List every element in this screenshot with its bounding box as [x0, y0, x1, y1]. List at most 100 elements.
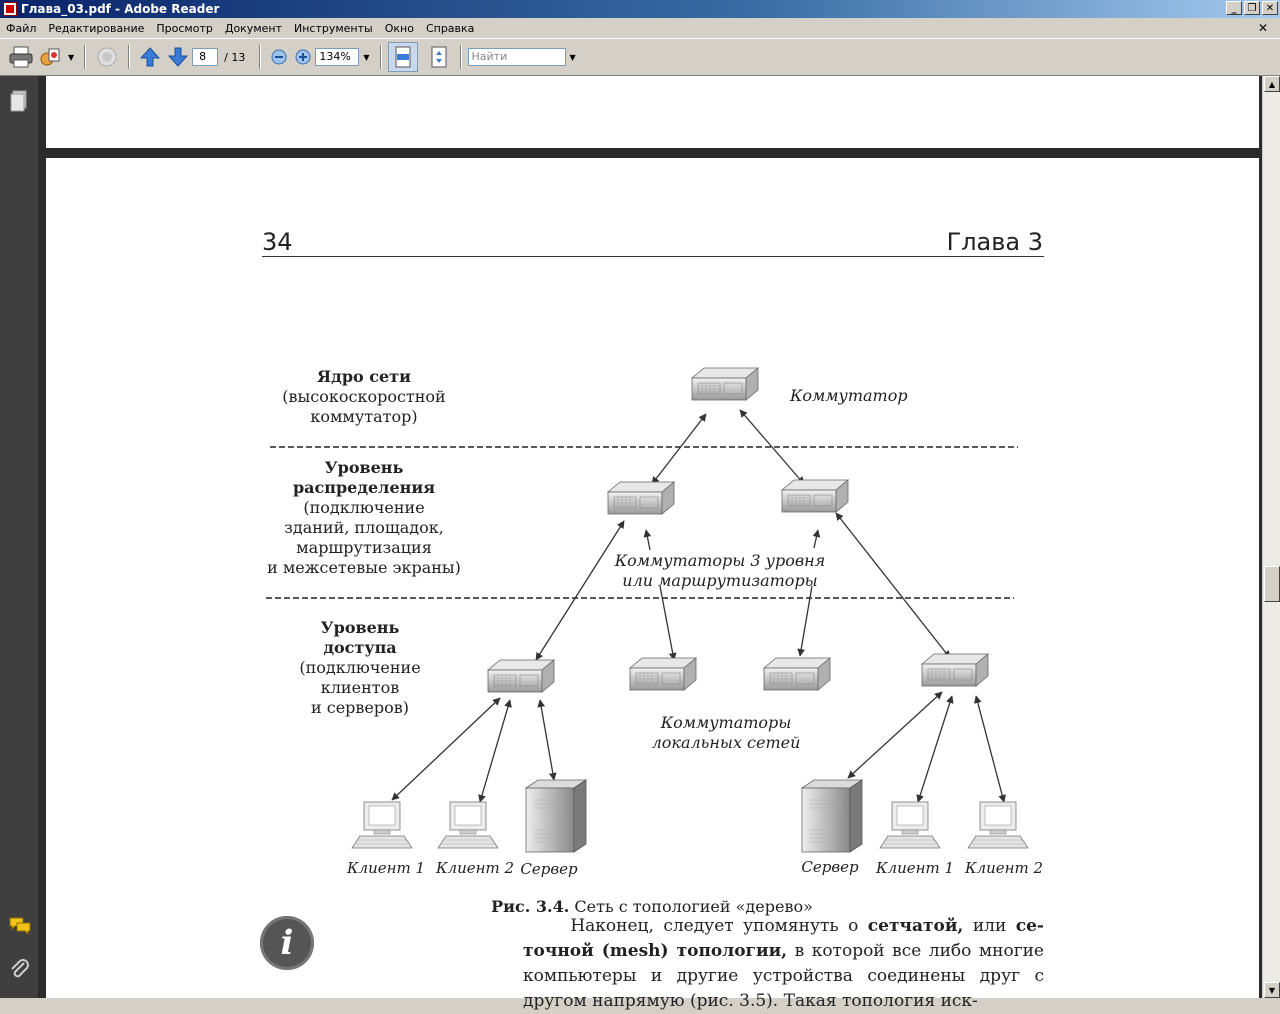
page-total: / 13 [224, 50, 246, 64]
zoom-dropdown-icon[interactable]: ▼ [363, 52, 370, 62]
core-switch [691, 367, 759, 401]
access-switch-right [921, 653, 989, 687]
share-icon[interactable] [36, 42, 64, 72]
label-l3-line2: или маршрутизаторы [622, 571, 817, 590]
pointer-lan-left [659, 585, 677, 661]
client1-left-computer [351, 801, 413, 849]
label-client1-left: Клиент 1 [346, 859, 425, 877]
menu-help[interactable]: Справка [425, 21, 475, 35]
menu-file[interactable]: Файл [6, 21, 37, 35]
chapter-title: Глава 3 [946, 228, 1043, 256]
client2-right-computer [967, 801, 1029, 849]
menu-view[interactable]: Просмотр [156, 21, 213, 35]
menu-edit[interactable]: Редактирование [48, 21, 145, 35]
window-title: Глава_03.pdf - Adobe Reader [21, 2, 220, 16]
page-number: 34 [262, 228, 293, 256]
fit-width-icon[interactable] [387, 42, 418, 72]
zoom-out-icon[interactable] [267, 42, 291, 72]
pages-panel-icon[interactable] [9, 90, 29, 116]
scroll-down-icon[interactable]: ▼ [1264, 982, 1280, 998]
server-left [525, 779, 587, 853]
find-input[interactable]: Найти [467, 48, 566, 66]
page-number-input[interactable]: 8 [192, 48, 219, 66]
toolbar: ▼ 8 / 13 134% ▼ Найти ▼ [0, 38, 1280, 76]
access-title2: доступа [323, 638, 396, 657]
info-icon: i [260, 916, 314, 970]
scroll-thumb[interactable] [1264, 566, 1280, 602]
link-core-dist-right [739, 409, 805, 485]
label-server-left: Сервер [520, 860, 578, 878]
zoom-level-select[interactable]: 134% [315, 48, 360, 66]
distribution-line2: зданий, площадок, [284, 518, 444, 537]
label-lan-line2: локальных сетей [652, 733, 801, 752]
document-viewer[interactable]: 34 Глава 3 [38, 76, 1262, 1011]
access-switch-left [487, 659, 555, 693]
print-icon[interactable] [6, 42, 36, 72]
link-dist-left-access [535, 520, 625, 661]
label-client2-right: Клиент 2 [964, 859, 1043, 877]
label-client2-left: Клиент 2 [435, 859, 514, 877]
comment-icon[interactable] [92, 42, 122, 72]
fit-page-icon[interactable] [424, 42, 454, 72]
label-client1-right: Клиент 1 [875, 859, 954, 877]
previous-page-icon[interactable] [136, 42, 164, 72]
menu-bar: Файл Редактирование Просмотр Документ Ин… [0, 18, 1280, 38]
pdf-app-icon [3, 2, 17, 16]
label-server-right: Сервер [801, 858, 859, 876]
access-line1: (подключение [299, 658, 420, 677]
link-access-client2-right [974, 695, 1006, 803]
tree-topology-diagram: Ядро сети (высокоскоростной коммутатор) … [266, 367, 1043, 916]
close-button[interactable]: ✕ [1262, 1, 1278, 15]
core-line1: (высокоскоростной [282, 387, 445, 406]
link-core-dist-left [651, 413, 707, 485]
link-access-server-right [847, 691, 943, 779]
restore-button[interactable]: ❐ [1244, 1, 1260, 15]
vertical-scrollbar[interactable]: ▲ ▼ [1262, 76, 1280, 998]
link-dist-right-access [835, 512, 951, 659]
label-switch: Коммутатор [789, 386, 908, 405]
server-right [801, 779, 863, 853]
next-page-icon[interactable] [164, 42, 192, 72]
client1-right-computer [879, 801, 941, 849]
distribution-line1: (подключение [303, 498, 424, 517]
distribution-line3: маршрутизация [296, 538, 432, 557]
title-bar: Глава_03.pdf - Adobe Reader _ ❐ ✕ [0, 0, 1280, 18]
comments-panel-icon[interactable] [9, 916, 31, 940]
document-close-icon[interactable]: ✕ [1257, 21, 1268, 35]
body-paragraph: Наконец, следует упомянуть о сетчатой, и… [523, 916, 1044, 1011]
access-title1: Уровень [321, 618, 400, 637]
scroll-up-icon[interactable]: ▲ [1264, 76, 1280, 92]
distribution-line4: и межсетевые экраны) [267, 558, 461, 577]
menu-tools[interactable]: Инструменты [294, 21, 373, 35]
access-line2: клиентов [321, 678, 399, 697]
label-lan-line1: Коммутаторы [660, 713, 792, 732]
previous-page-fragment [46, 76, 1259, 148]
menu-window[interactable]: Окно [384, 21, 414, 35]
distribution-title1: Уровень [325, 458, 404, 477]
access-line3: и серверов) [311, 698, 409, 717]
link-access-client1-right [916, 695, 954, 803]
core-line2: коммутатор) [310, 407, 417, 426]
menu-document[interactable]: Документ [224, 21, 282, 35]
distribution-title2: распределения [293, 478, 435, 497]
find-dropdown-icon[interactable]: ▼ [569, 52, 576, 62]
distribution-switch-right [781, 479, 849, 513]
pointer-lan-right [797, 585, 813, 657]
chevron-down-icon[interactable]: ▼ [68, 52, 75, 62]
distribution-switch-left [607, 481, 675, 515]
pdf-page: 34 Глава 3 [46, 158, 1259, 1011]
figure-caption: Рис. 3.4. Сеть с топологией «дерево» [491, 897, 813, 916]
lan-switch-right [763, 657, 831, 691]
link-access-server-left [537, 699, 557, 781]
attachments-panel-icon[interactable] [9, 958, 31, 984]
pointer-l3-left [643, 529, 652, 551]
zoom-in-icon[interactable] [291, 42, 315, 72]
minimize-button[interactable]: _ [1226, 1, 1242, 15]
pointer-l3-right [812, 529, 821, 549]
link-access-client2-left [478, 699, 512, 803]
label-l3-line1: Коммутаторы 3 уровня [614, 551, 826, 570]
navigation-panel [0, 76, 38, 998]
lan-switch-left [629, 657, 697, 691]
header-rule [262, 256, 1044, 257]
core-title: Ядро сети [317, 367, 411, 386]
